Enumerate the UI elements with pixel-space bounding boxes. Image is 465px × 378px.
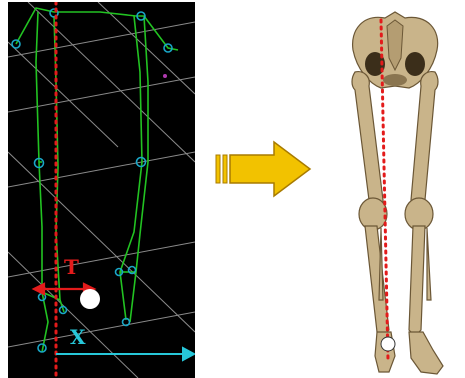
mocap-view: T X [8, 2, 195, 378]
x-label: X [70, 325, 86, 349]
transition-arrow-svg [214, 140, 312, 198]
x-arrow [56, 348, 194, 360]
knees [359, 198, 433, 230]
mocap-svg: T X [8, 2, 195, 378]
skeleton-svg [325, 0, 465, 378]
transition-arrow [214, 140, 312, 198]
skeleton-view [325, 0, 465, 378]
center-marker [80, 289, 100, 309]
femurs [352, 72, 438, 208]
t-label: T [64, 255, 79, 279]
marker-dot [163, 74, 167, 78]
tibias [365, 226, 431, 336]
contact-marker [381, 337, 395, 351]
